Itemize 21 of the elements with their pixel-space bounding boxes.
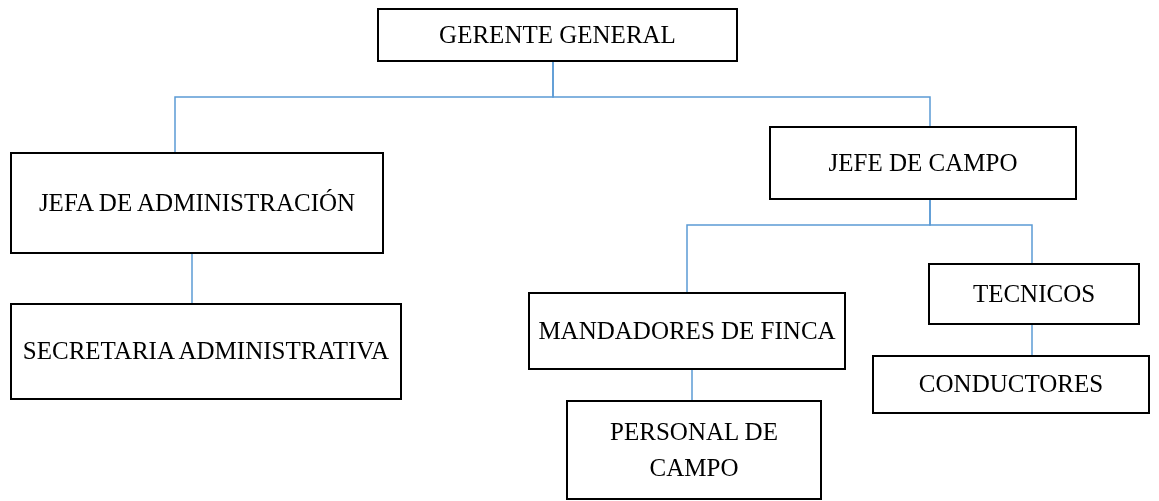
org-box xyxy=(528,292,846,370)
org-box xyxy=(769,126,1077,200)
role-title: JEFE DE CAMPO xyxy=(828,147,1018,178)
connector-line xyxy=(552,61,931,127)
role-title: SECRETARIA ADMINISTRATIVA xyxy=(22,336,390,367)
role-title: JEFA DE ADMINISTRACIÓN xyxy=(38,187,356,218)
org-box xyxy=(566,400,822,500)
role-title: CONDUCTORES xyxy=(918,369,1104,400)
role-title: PERSONAL DE CAMPO xyxy=(609,416,779,483)
connector-line xyxy=(191,253,193,304)
connector-line xyxy=(1031,324,1033,356)
org-box xyxy=(872,355,1150,414)
connector-line xyxy=(691,369,693,401)
role-title: TECNICOS xyxy=(972,278,1096,309)
role-title: GERENTE GENERAL xyxy=(439,19,676,50)
connector-line xyxy=(929,199,1033,264)
org-box xyxy=(10,152,384,254)
org-box xyxy=(377,8,738,62)
org-box xyxy=(10,303,402,400)
org-box xyxy=(928,263,1140,325)
role-title: MANDADORES DE FINCA xyxy=(538,315,836,346)
